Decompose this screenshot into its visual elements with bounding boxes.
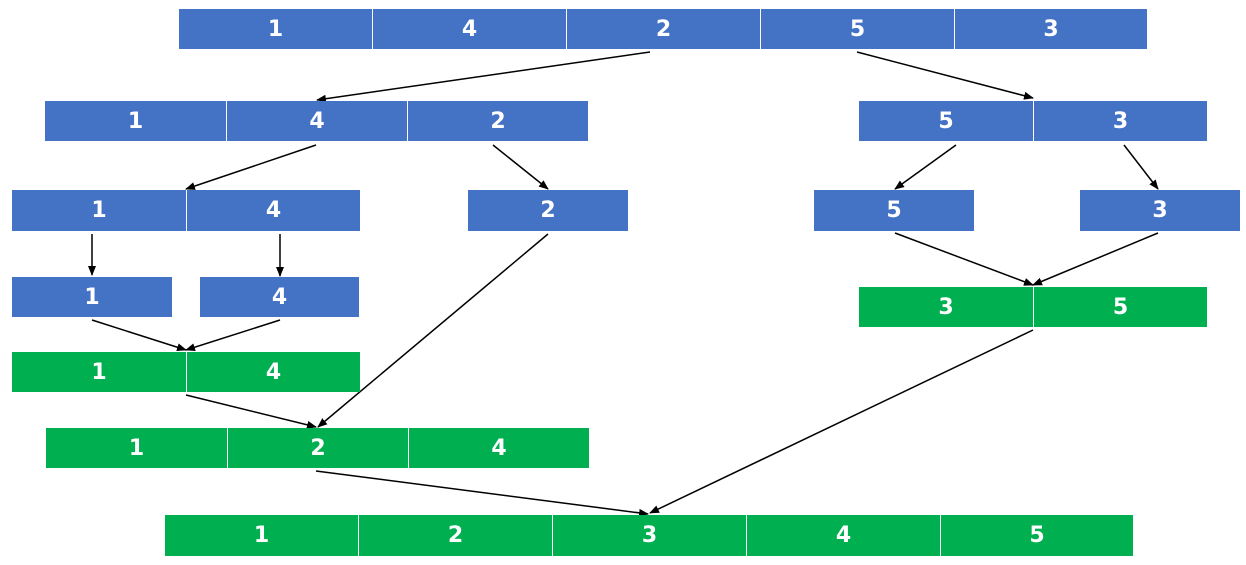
- arrow: [492, 144, 549, 190]
- arrow: [317, 233, 549, 428]
- array-cell: 3: [1080, 190, 1240, 231]
- array-cell: 1: [179, 9, 372, 49]
- array-cell: 5: [859, 101, 1033, 141]
- array-cell: 5: [940, 515, 1133, 556]
- array-cell: 2: [358, 515, 552, 556]
- arrow: [894, 144, 957, 190]
- array-cell: 3: [1033, 101, 1207, 141]
- array-cell: 2: [407, 101, 588, 141]
- array-cell: 3: [859, 287, 1033, 327]
- array-cell: 5: [814, 190, 974, 231]
- array-cell: 1: [45, 101, 226, 141]
- array-cell: 4: [226, 101, 407, 141]
- array-cell: 2: [227, 428, 408, 468]
- arrow: [185, 319, 281, 352]
- array-cell: 4: [200, 277, 359, 317]
- arrow: [185, 144, 317, 190]
- arrow: [316, 51, 651, 103]
- array-cell: 3: [954, 9, 1147, 49]
- array-cell: 4: [746, 515, 940, 556]
- arrow: [1123, 144, 1159, 190]
- arrow: [185, 394, 317, 429]
- array-cell: 5: [760, 9, 954, 49]
- array-cell: 4: [186, 190, 360, 231]
- arrow: [315, 470, 649, 517]
- array-cell: 2: [566, 9, 760, 49]
- arrow: [91, 319, 187, 352]
- array-cell: 4: [186, 352, 360, 392]
- arrow: [1032, 232, 1159, 286]
- array-cell: 5: [1033, 287, 1207, 327]
- arrow: [894, 232, 1034, 286]
- array-cell: 1: [12, 277, 172, 317]
- array-cell: 1: [12, 190, 186, 231]
- arrow: [649, 329, 1034, 514]
- array-cell: 2: [468, 190, 628, 231]
- array-cell: 4: [372, 9, 566, 49]
- arrow: [856, 51, 1034, 100]
- array-cell: 4: [408, 428, 589, 468]
- array-cell: 1: [165, 515, 358, 556]
- array-cell: 1: [46, 428, 227, 468]
- array-cell: 3: [552, 515, 746, 556]
- array-cell: 1: [12, 352, 186, 392]
